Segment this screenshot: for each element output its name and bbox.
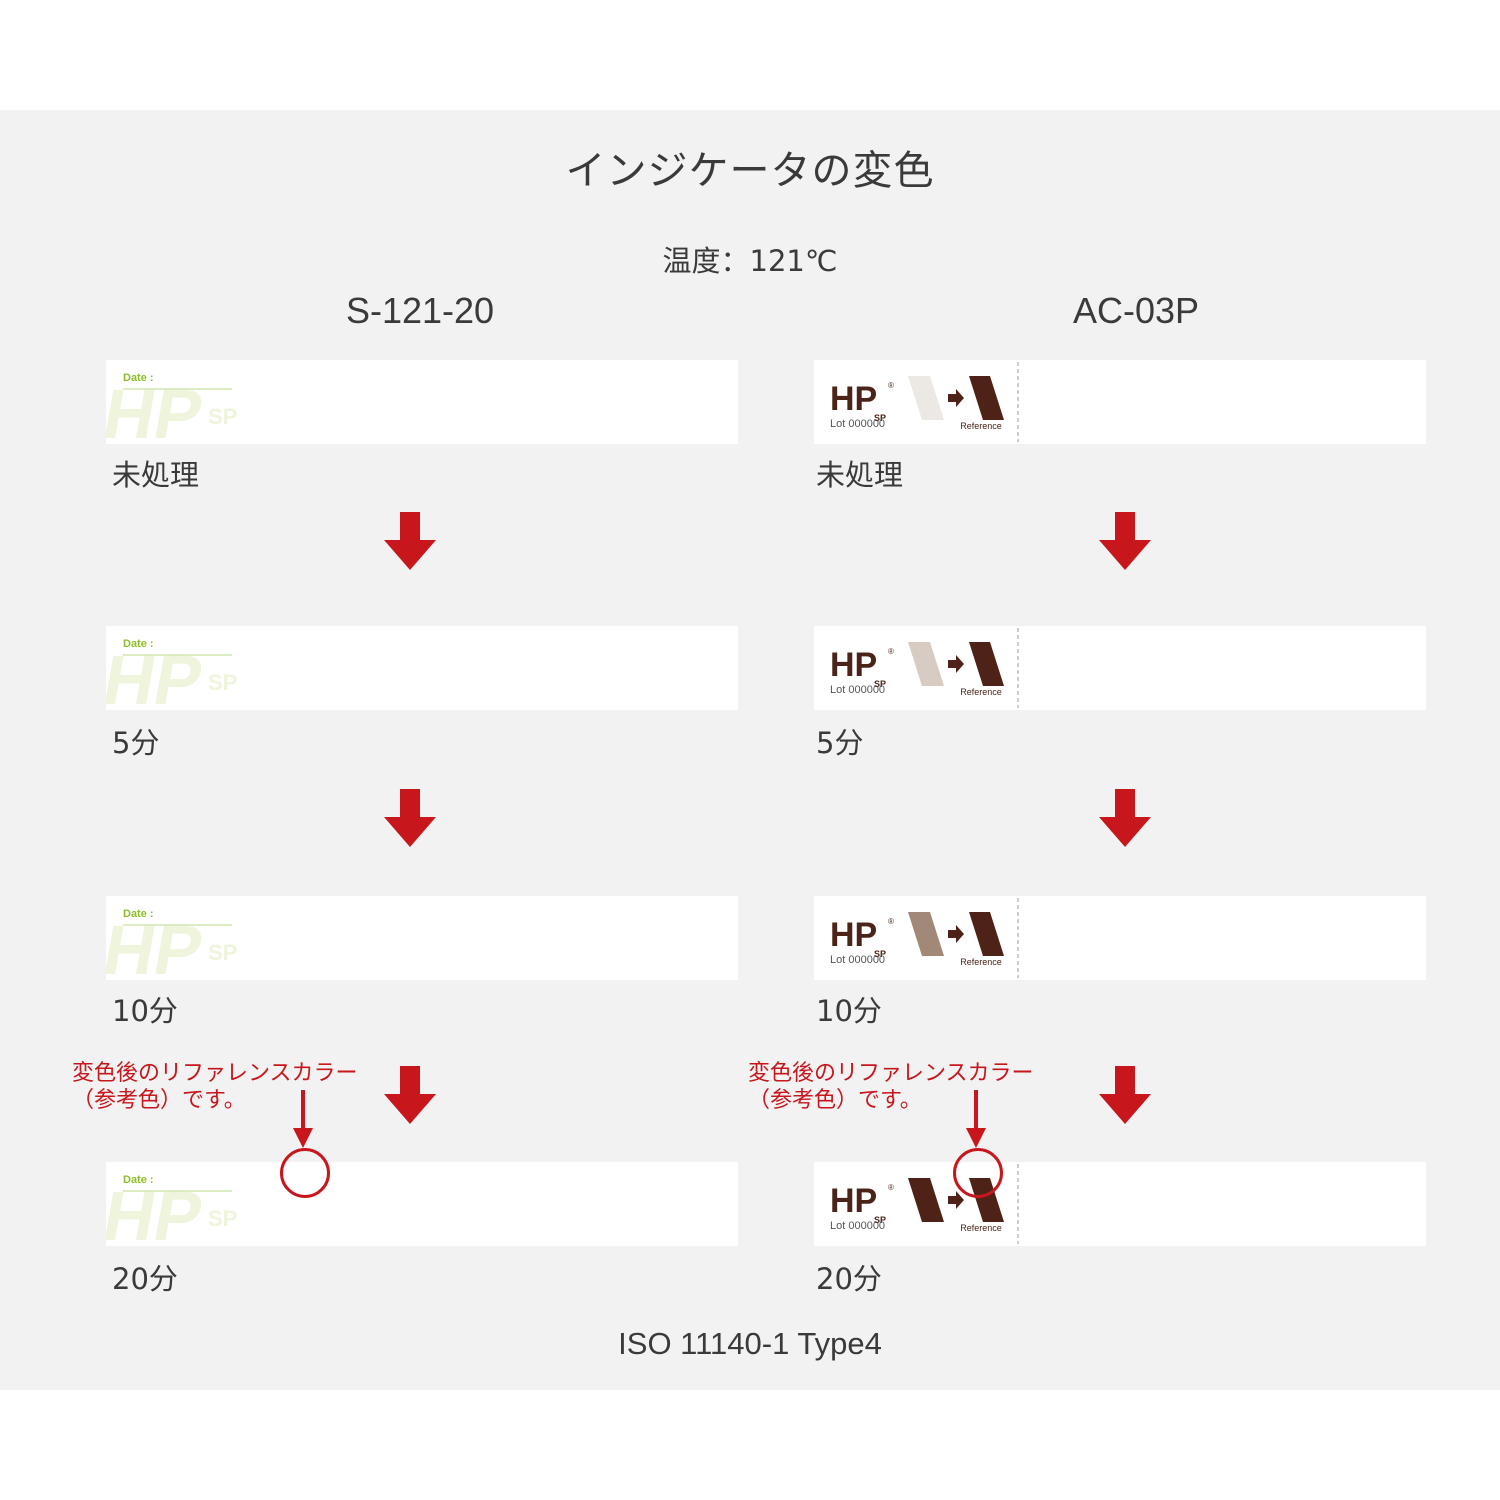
reference-label: Reference bbox=[960, 421, 1002, 431]
arrow-right-icon bbox=[948, 925, 964, 943]
down-arrow-icon bbox=[384, 789, 436, 847]
sp-logo: SP bbox=[874, 679, 886, 689]
column-header-ac: AC-03P bbox=[1072, 290, 1200, 331]
highlight-ring bbox=[953, 1148, 1003, 1198]
date-label: Date : bbox=[123, 638, 154, 650]
ac-card-stage-3: HP SP ® Lot 000000 Reference AC-03P Lot … bbox=[814, 1162, 1426, 1246]
stage-label-s-3: 20分 bbox=[112, 1262, 178, 1296]
reference-note-line1: 変色後のリファレンスカラー bbox=[72, 1061, 358, 1086]
hp-logo: HP bbox=[830, 646, 877, 684]
watermark-logo: HP SP bbox=[106, 640, 237, 710]
temperature-label: 温度：121℃ bbox=[662, 244, 838, 278]
down-arrow-icon bbox=[1099, 789, 1151, 847]
column-header-s: S-121-20 bbox=[345, 290, 495, 331]
arrow-right-icon bbox=[948, 1191, 964, 1209]
reference-note-line2: （参考色）です。 bbox=[72, 1088, 246, 1113]
stage-label-s-2: 10分 bbox=[112, 994, 178, 1028]
highlight-ring bbox=[280, 1148, 330, 1198]
reference-label: Reference bbox=[960, 687, 1002, 697]
stage-label-ac-3: 20分 bbox=[816, 1262, 882, 1296]
svg-text:SP: SP bbox=[208, 404, 237, 429]
reference-note-line2: （参考色）です。 bbox=[748, 1088, 922, 1113]
down-arrow-icon bbox=[384, 512, 436, 570]
ac-section-logo: HP SP ® Lot 000000 bbox=[830, 1182, 894, 1232]
reference-label: Reference bbox=[960, 957, 1002, 967]
sp-logo: SP bbox=[874, 413, 886, 423]
indicator-patch bbox=[908, 912, 944, 956]
footer-standard: ISO 11140-1 Type4 bbox=[618, 1326, 882, 1361]
indicator-patch bbox=[908, 1178, 944, 1222]
ac-section-logo: HP SP ® Lot 000000 bbox=[830, 380, 894, 430]
date-label: Date : bbox=[123, 372, 154, 384]
watermark-logo: HP SP bbox=[106, 1176, 237, 1246]
reference-patch bbox=[969, 376, 1004, 420]
watermark-logo: HP SP bbox=[106, 910, 237, 980]
pointer-arrow-icon bbox=[966, 1090, 986, 1148]
reference-patch bbox=[969, 642, 1004, 686]
registered-mark: ® bbox=[888, 647, 894, 656]
svg-text:HP: HP bbox=[106, 1176, 209, 1246]
stage-label-ac-0: 未処理 bbox=[816, 458, 904, 492]
reference-note-s: 変色後のリファレンスカラー （参考色）です。 bbox=[72, 1060, 358, 1114]
stage-label-ac-1: 5分 bbox=[816, 726, 864, 760]
stage-label-s-0: 未処理 bbox=[112, 458, 200, 492]
lot-label: Lot 000000 bbox=[830, 418, 885, 430]
s-card-stage-3: HP SP Date : Contents : S-121-20 STEAM S… bbox=[106, 1162, 738, 1246]
svg-text:HP: HP bbox=[106, 640, 209, 710]
svg-text:SP: SP bbox=[208, 940, 237, 965]
ac-section-logo: HP SP ® Lot 000000 bbox=[830, 916, 894, 966]
page-title: インジケータの変色 bbox=[565, 148, 935, 194]
down-arrow-icon bbox=[1099, 512, 1151, 570]
arrow-right-icon bbox=[948, 389, 964, 407]
hp-logo: HP bbox=[830, 380, 877, 418]
hp-logo: HP bbox=[830, 1182, 877, 1220]
down-arrow-icon bbox=[1099, 1066, 1151, 1124]
registered-mark: ® bbox=[888, 917, 894, 926]
hp-logo: HP bbox=[830, 916, 877, 954]
ac-section-logo: HP SP ® Lot 000000 bbox=[830, 646, 894, 696]
svg-text:HP: HP bbox=[106, 910, 209, 980]
indicator-patch bbox=[908, 642, 944, 686]
arrow-right-icon bbox=[948, 655, 964, 673]
down-arrow-icon bbox=[384, 1066, 436, 1124]
ac-card-stage-1: HP SP ® Lot 000000 Reference AC-03P Lot … bbox=[814, 626, 1426, 710]
stage-label-ac-2: 10分 bbox=[816, 994, 882, 1028]
s-card-stage-2: HP SP Date : Contents : S-121-20 STEAM S… bbox=[106, 896, 738, 980]
reference-patch bbox=[969, 912, 1004, 956]
s-card-stage-1: HP SP Date : Contents : S-121-20 STEAM S… bbox=[106, 626, 738, 710]
sp-logo: SP bbox=[874, 1215, 886, 1225]
registered-mark: ® bbox=[888, 1183, 894, 1192]
date-label: Date : bbox=[123, 1174, 154, 1186]
reference-label: Reference bbox=[960, 1223, 1002, 1233]
svg-text:SP: SP bbox=[208, 670, 237, 695]
reference-note-line1: 変色後のリファレンスカラー bbox=[748, 1061, 1034, 1086]
ac-card-stage-2: HP SP ® Lot 000000 Reference AC-03P Lot … bbox=[814, 896, 1426, 980]
watermark-logo: HP SP bbox=[106, 374, 237, 444]
lot-label: Lot 000000 bbox=[830, 1220, 885, 1232]
svg-text:HP: HP bbox=[106, 374, 209, 444]
lot-label: Lot 000000 bbox=[830, 684, 885, 696]
indicator-patch bbox=[908, 376, 944, 420]
date-label: Date : bbox=[123, 908, 154, 920]
reference-note-ac: 変色後のリファレンスカラー （参考色）です。 bbox=[748, 1060, 1034, 1114]
svg-text:SP: SP bbox=[208, 1206, 237, 1231]
registered-mark: ® bbox=[888, 381, 894, 390]
stage-label-s-1: 5分 bbox=[112, 726, 160, 760]
pointer-arrow-icon bbox=[293, 1090, 313, 1148]
lot-label: Lot 000000 bbox=[830, 954, 885, 966]
s-card-stage-0: HP SP Date : Contents : S-121-20 STEAM S… bbox=[106, 360, 738, 444]
ac-card-stage-0: HP SP ® Lot 000000 Reference AC-03P Lot … bbox=[814, 360, 1426, 444]
sp-logo: SP bbox=[874, 949, 886, 959]
